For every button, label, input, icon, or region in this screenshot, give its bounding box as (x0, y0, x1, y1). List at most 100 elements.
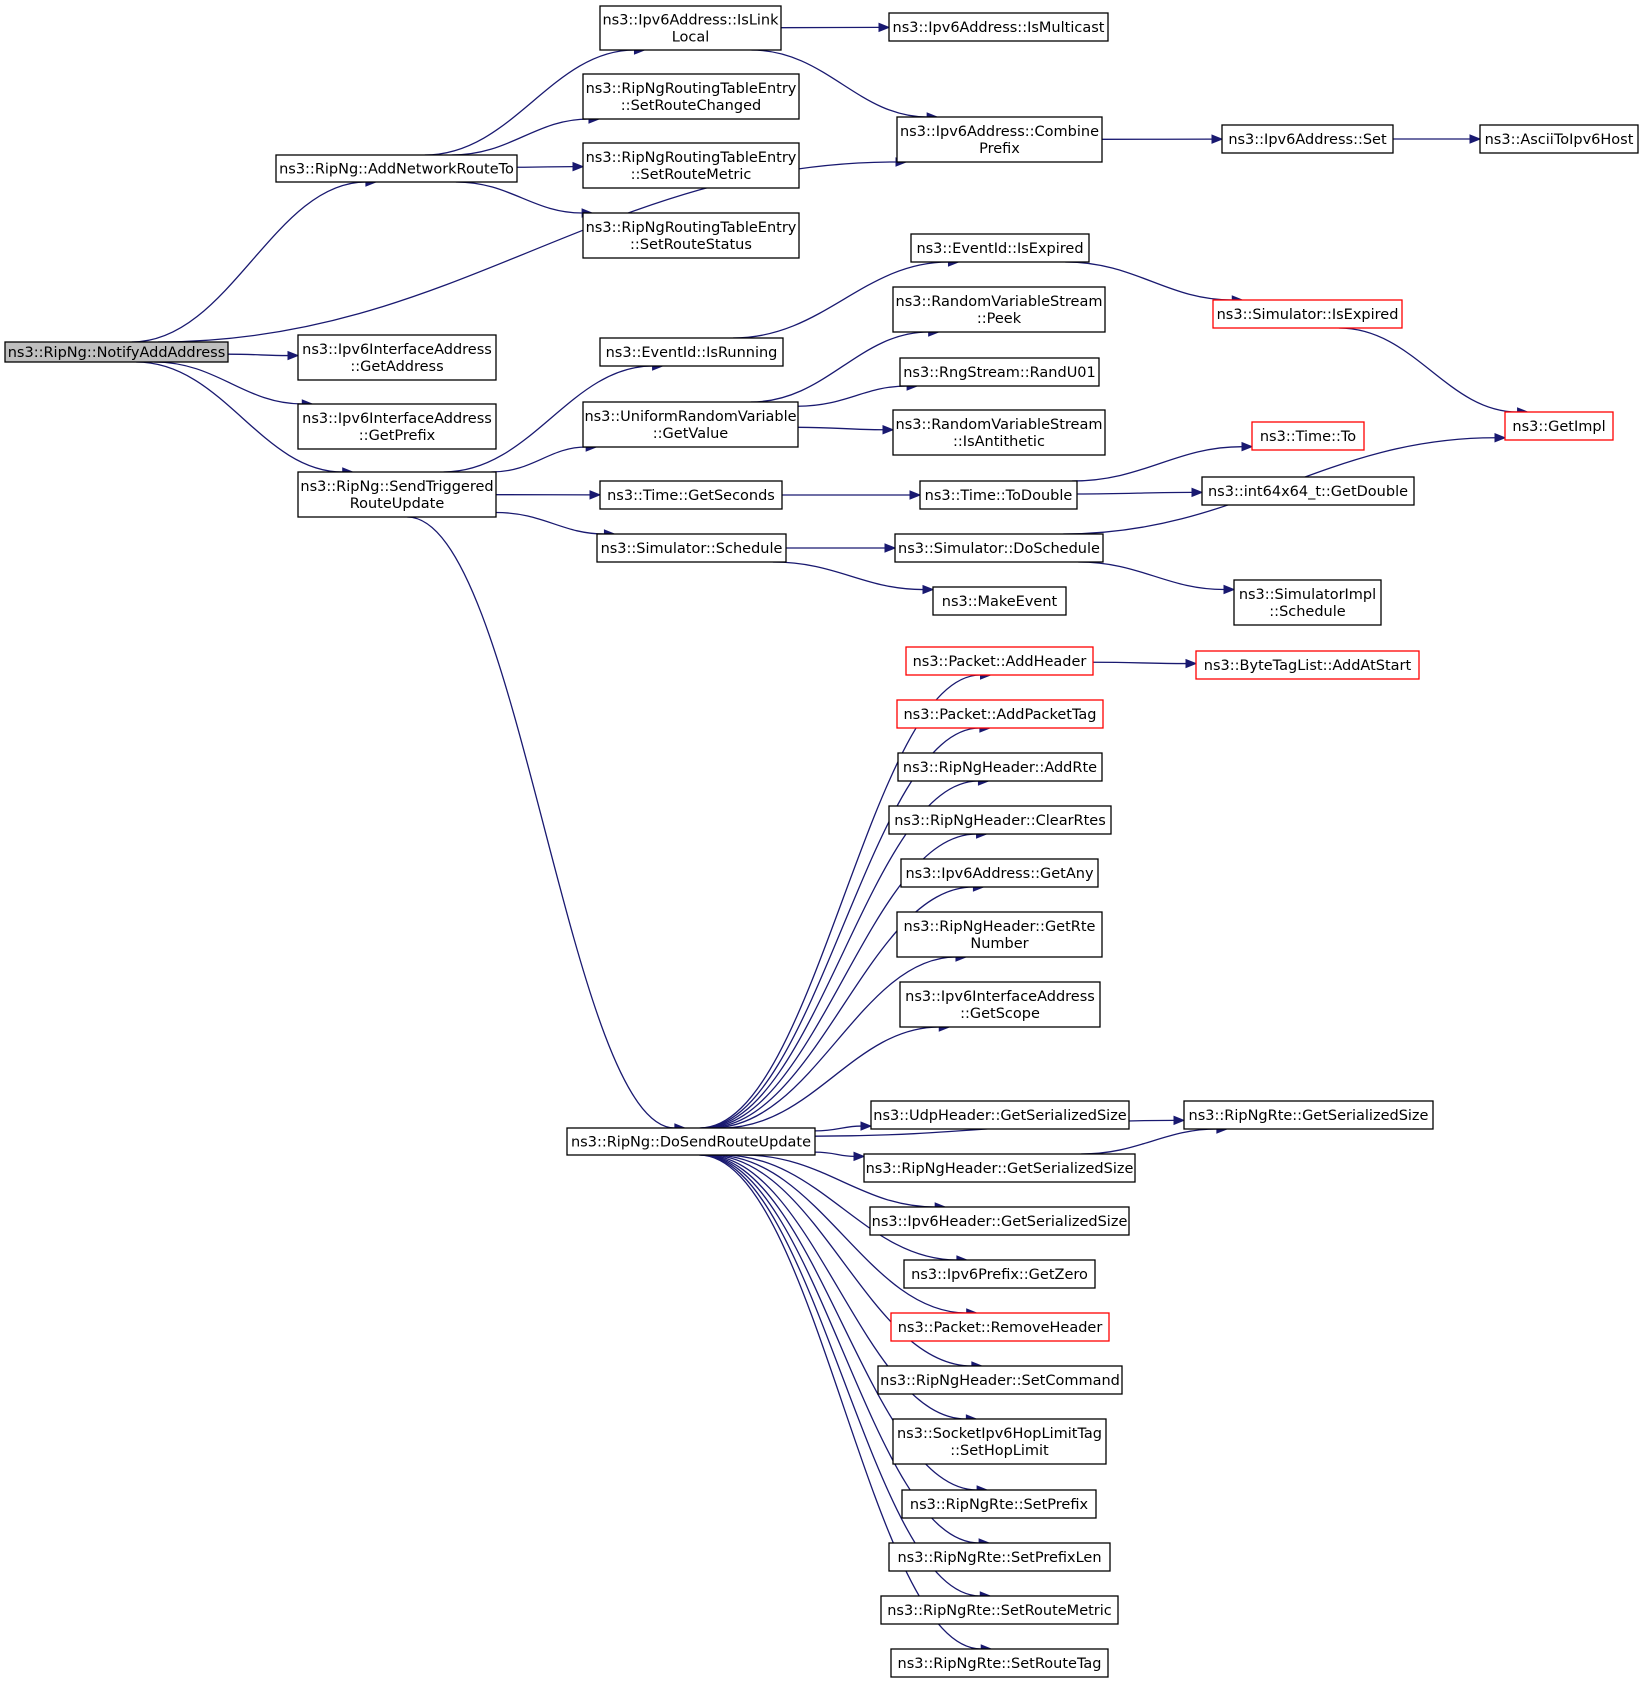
node-label-isantithetic-line2: ::IsAntithetic (953, 434, 1045, 450)
node-ascii[interactable]: ns3::AsciiToIpv6Host (1479, 124, 1639, 154)
node-getaddr[interactable]: ns3::Ipv6InterfaceAddress::GetAddress (297, 334, 497, 381)
node-getany[interactable]: ns3::Ipv6Address::GetAny (900, 858, 1099, 888)
node-box-ipv6set (1221, 124, 1394, 154)
node-box-addheader (905, 646, 1094, 676)
node-label-combineprefix-line1: ns3::Ipv6Address::Combine (900, 124, 1099, 140)
node-ripheadersize[interactable]: ns3::RipNgHeader::GetSerializedSize (863, 1153, 1136, 1183)
node-getzero[interactable]: ns3::Ipv6Prefix::GetZero (903, 1259, 1096, 1289)
node-getprefix[interactable]: ns3::Ipv6InterfaceAddress::GetPrefix (297, 403, 497, 450)
edge-dosend-to-sethoplimit (704, 1154, 967, 1420)
node-setprefix[interactable]: ns3::RipNgRte::SetPrefix (901, 1489, 1097, 1519)
node-label-setroutemetric-line2: ::SetRouteMetric (631, 167, 752, 183)
node-rtesetroutemetric[interactable]: ns3::RipNgRte::SetRouteMetric (880, 1595, 1119, 1625)
arrowhead-notify-to-getaddr (287, 350, 300, 361)
node-label-setroutechanged-line1: ns3::RipNgRoutingTableEntry (586, 81, 797, 97)
node-box-uniformgetvalue (582, 401, 799, 448)
arrowhead-todouble-to-timeto (1241, 441, 1254, 452)
node-removeheader[interactable]: ns3::Packet::RemoveHeader (890, 1312, 1110, 1342)
node-label-getseconds: ns3::Time::GetSeconds (607, 488, 775, 504)
node-ipv6set[interactable]: ns3::Ipv6Address::Set (1221, 124, 1394, 154)
node-timeto[interactable]: ns3::Time::To (1251, 421, 1365, 451)
node-setroutemetric[interactable]: ns3::RipNgRoutingTableEntry::SetRouteMet… (582, 142, 800, 189)
arrowhead-addnet-to-setroutemetric (572, 161, 585, 172)
node-getdouble[interactable]: ns3::int64x64_t::GetDouble (1201, 476, 1415, 506)
node-box-isantithetic (892, 409, 1106, 456)
edge-eventisexpired-to-simisexpired (1065, 261, 1233, 301)
arrowhead-dosend-to-ripheadersize (853, 1151, 866, 1162)
node-label-timeto: ns3::Time::To (1260, 429, 1356, 445)
node-setprefixlen[interactable]: ns3::RipNgRte::SetPrefixLen (888, 1542, 1111, 1572)
node-box-rtesize (1183, 1100, 1434, 1130)
node-box-simisexpired (1212, 299, 1403, 329)
node-label-addrte: ns3::RipNgHeader::AddRte (903, 760, 1097, 776)
node-label-removeheader: ns3::Packet::RemoveHeader (898, 1320, 1103, 1336)
node-box-udpsize (870, 1100, 1130, 1130)
node-addrte[interactable]: ns3::RipNgHeader::AddRte (897, 752, 1103, 782)
edge-sendtrig-to-dosend (407, 516, 675, 1129)
node-dosend[interactable]: ns3::RipNg::DoSendRouteUpdate (566, 1127, 816, 1156)
node-setroutetag[interactable]: ns3::RipNgRte::SetRouteTag (890, 1648, 1109, 1678)
node-box-ipv6headersize (869, 1206, 1130, 1236)
node-notify[interactable]: ns3::RipNg::NotifyAddAddress (4, 341, 229, 363)
node-setroutechanged[interactable]: ns3::RipNgRoutingTableEntry::SetRouteCha… (582, 73, 800, 120)
node-box-schedule (596, 533, 787, 563)
node-doschedule[interactable]: ns3::Simulator::DoSchedule (894, 533, 1104, 563)
node-label-rtesize: ns3::RipNgRte::GetSerializedSize (1189, 1108, 1429, 1124)
edge-dosend-to-addrte (702, 780, 979, 1129)
node-addheader[interactable]: ns3::Packet::AddHeader (905, 646, 1094, 676)
node-label-uniformgetvalue-line2: ::GetValue (653, 426, 729, 442)
node-udpsize[interactable]: ns3::UdpHeader::GetSerializedSize (870, 1100, 1130, 1130)
node-box-getzero (903, 1259, 1096, 1289)
node-box-clearrtes (888, 805, 1112, 835)
node-label-getaddr-line1: ns3::Ipv6InterfaceAddress (302, 342, 492, 358)
node-box-setprefix (901, 1489, 1097, 1519)
node-label-getprefix-line1: ns3::Ipv6InterfaceAddress (302, 411, 492, 427)
node-todouble[interactable]: ns3::Time::ToDouble (919, 480, 1078, 510)
node-isrunning[interactable]: ns3::EventId::IsRunning (599, 337, 784, 367)
node-box-combineprefix (896, 116, 1103, 163)
node-clearrtes[interactable]: ns3::RipNgHeader::ClearRtes (888, 805, 1112, 835)
node-getseconds[interactable]: ns3::Time::GetSeconds (599, 480, 783, 510)
edge-sendtrig-to-uniformgetvalue (491, 446, 587, 473)
node-schedule[interactable]: ns3::Simulator::Schedule (596, 533, 787, 563)
node-rtesize[interactable]: ns3::RipNgRte::GetSerializedSize (1183, 1100, 1434, 1130)
node-label-setroutestatus-line2: ::SetRouteStatus (630, 237, 752, 253)
node-box-addrte (897, 752, 1103, 782)
node-box-sethoplimit (892, 1418, 1107, 1465)
node-addatstart[interactable]: ns3::ByteTagList::AddAtStart (1195, 650, 1420, 680)
node-ismulticast[interactable]: ns3::Ipv6Address::IsMulticast (888, 12, 1109, 42)
node-addnet[interactable]: ns3::RipNg::AddNetworkRouteTo (275, 154, 518, 183)
node-randu01[interactable]: ns3::RngStream::RandU01 (899, 357, 1100, 387)
node-box-getimpl (1504, 411, 1614, 441)
node-getimpl[interactable]: ns3::GetImpl (1504, 411, 1614, 441)
node-makeevent[interactable]: ns3::MakeEvent (932, 586, 1067, 616)
node-box-setprefixlen (888, 1542, 1111, 1572)
node-simimplschedule[interactable]: ns3::SimulatorImpl::Schedule (1233, 579, 1382, 626)
node-peek[interactable]: ns3::RandomVariableStream::Peek (892, 286, 1106, 333)
node-box-ripheadersize (863, 1153, 1136, 1183)
node-isantithetic[interactable]: ns3::RandomVariableStream::IsAntithetic (892, 409, 1106, 456)
edge-uniformgetvalue-to-isantithetic (797, 426, 884, 431)
node-setroutestatus[interactable]: ns3::RipNgRoutingTableEntry::SetRouteSta… (582, 212, 800, 259)
node-sethoplimit[interactable]: ns3::SocketIpv6HopLimitTag::SetHopLimit (892, 1418, 1107, 1465)
node-uniformgetvalue[interactable]: ns3::UniformRandomVariable::GetValue (582, 401, 799, 448)
node-getscope[interactable]: ns3::Ipv6InterfaceAddress::GetScope (899, 981, 1101, 1028)
node-label-sendtrig-line2: RouteUpdate (350, 496, 445, 512)
node-ipv6headersize[interactable]: ns3::Ipv6Header::GetSerializedSize (869, 1206, 1130, 1236)
node-setcommand[interactable]: ns3::RipNgHeader::SetCommand (877, 1365, 1123, 1395)
node-label-sethoplimit-line2: ::SetHopLimit (950, 1443, 1049, 1459)
edge-dosend-to-getzero (722, 1154, 957, 1261)
node-label-notify: ns3::RipNg::NotifyAddAddress (8, 345, 226, 361)
node-label-getany: ns3::Ipv6Address::GetAny (905, 866, 1093, 882)
edge-notify-to-getaddr (227, 353, 289, 357)
node-addpackettag[interactable]: ns3::Packet::AddPacketTag (896, 699, 1104, 729)
node-box-doschedule (894, 533, 1104, 563)
edge-islinklocal-to-combineprefix (751, 49, 928, 118)
node-simisexpired[interactable]: ns3::Simulator::IsExpired (1212, 299, 1403, 329)
node-box-dosend (566, 1127, 816, 1156)
node-eventisexpired[interactable]: ns3::EventId::IsExpired (910, 233, 1090, 263)
